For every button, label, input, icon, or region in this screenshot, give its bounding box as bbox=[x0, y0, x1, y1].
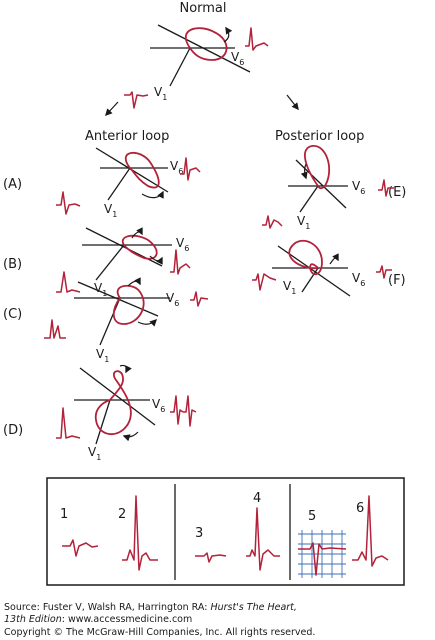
ecg-trace-6 bbox=[352, 495, 389, 567]
ecg-trace-4 bbox=[246, 507, 280, 571]
box-label-6: 6 bbox=[356, 501, 364, 516]
ecg-trace-5 bbox=[298, 542, 347, 576]
v1-label: V1 bbox=[96, 347, 109, 364]
panel-a: (A) V6 V1 bbox=[3, 147, 201, 219]
panel-label-c: (C) bbox=[3, 307, 22, 322]
panel-e: (E) V6 V1 bbox=[262, 145, 406, 231]
panel-d: (D) V6 V1 bbox=[3, 364, 197, 462]
panel-c: (C) V6 V1 bbox=[3, 277, 209, 364]
ecg-trace-2 bbox=[122, 495, 158, 571]
v1-label: V1 bbox=[297, 214, 310, 231]
arrow-to-anterior bbox=[105, 101, 119, 117]
ecg-trace-3 bbox=[195, 552, 227, 563]
box-label-2: 2 bbox=[118, 507, 126, 522]
box-label-1: 1 bbox=[60, 507, 68, 522]
normal-v6-ecg bbox=[245, 27, 269, 51]
box-label-3: 3 bbox=[195, 526, 203, 541]
normal-vector-loop bbox=[184, 27, 228, 61]
ecg-grid-5 bbox=[298, 530, 346, 578]
v6-label: V6 bbox=[166, 291, 179, 308]
source-citation: Source: Fuster V, Walsh RA, Harrington R… bbox=[4, 602, 297, 613]
anterior-loop-heading: Anterior loop bbox=[85, 129, 169, 144]
box-label-4: 4 bbox=[253, 491, 261, 506]
v1-label: V1 bbox=[88, 445, 101, 462]
panel-label-a: (A) bbox=[3, 177, 22, 192]
ecg-reference-box: 1 2 3 4 5 6 bbox=[46, 477, 405, 586]
posterior-loop-heading: Posterior loop bbox=[275, 129, 364, 144]
v1-label: V1 bbox=[104, 202, 117, 219]
v1-label: V1 bbox=[283, 279, 296, 296]
panel-b: (B) V6 V1 bbox=[3, 227, 191, 298]
panel-label-b: (B) bbox=[3, 257, 22, 272]
normal-v1-ecg bbox=[124, 91, 149, 109]
source-edition: 13th Edition: www.accessmedicine.com bbox=[4, 614, 193, 625]
ecg-trace-1 bbox=[62, 539, 99, 557]
box-label-5: 5 bbox=[308, 509, 316, 524]
v6-label: V6 bbox=[176, 236, 189, 253]
copyright-notice: Copyright © The McGraw-Hill Companies, I… bbox=[4, 627, 316, 638]
panel-label-f: (F) bbox=[388, 273, 406, 288]
diagram-title: Normal bbox=[179, 1, 226, 16]
v6-label: V6 bbox=[231, 50, 244, 67]
v6-label: V6 bbox=[352, 179, 365, 196]
normal-loop-figure: V6 V1 bbox=[124, 24, 269, 109]
v6-label: V6 bbox=[152, 397, 165, 414]
arrow-to-posterior bbox=[286, 94, 299, 111]
v1-label: V1 bbox=[154, 85, 167, 102]
panel-f: (F) V6 V1 bbox=[252, 240, 406, 297]
v6-label: V6 bbox=[170, 159, 183, 176]
panel-label-d: (D) bbox=[3, 423, 23, 438]
v6-label: V6 bbox=[352, 271, 365, 288]
